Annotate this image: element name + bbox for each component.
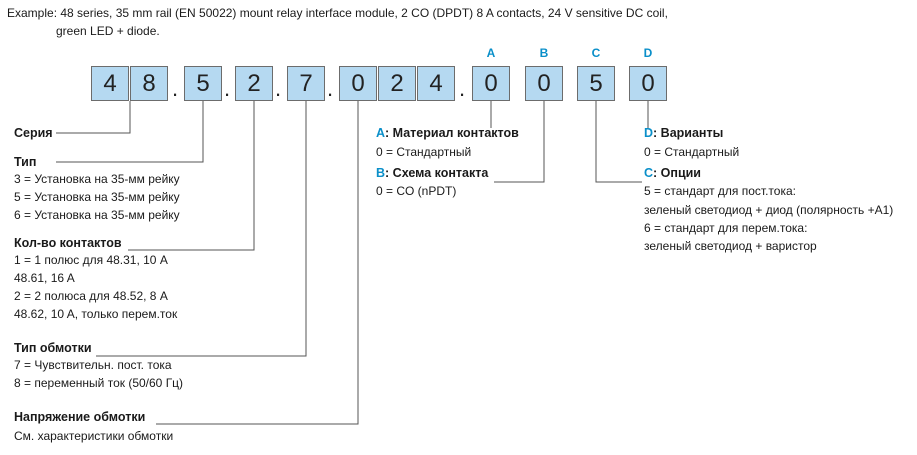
- a-line-1: 0 = Стандартный: [376, 145, 472, 159]
- contacts-title: Кол-во контактов: [14, 236, 122, 250]
- connector-b: [494, 101, 545, 183]
- a-letter: A: [376, 126, 386, 140]
- letter-c: C: [591, 46, 601, 60]
- code-separator-4: .: [327, 76, 334, 101]
- d-letter: D: [644, 126, 654, 140]
- letter-b: B: [539, 46, 549, 60]
- code-digit-5: 7: [287, 66, 325, 101]
- example-line-1: Example: 48 series, 35 mm rail (EN 50022…: [7, 6, 668, 20]
- b-title-text: : Схема контакта: [385, 166, 489, 180]
- type-line-3: 6 = Установка на 35-мм рейку: [14, 208, 180, 222]
- code-digit-6: 0: [339, 66, 377, 101]
- code-digit-4: 2: [235, 66, 273, 101]
- coil-type-line-2: 8 = переменный ток (50/60 Гц): [14, 376, 184, 390]
- connector-c: [595, 101, 642, 183]
- letter-d: D: [643, 46, 653, 60]
- type-line-2: 5 = Установка на 35-мм рейку: [14, 190, 180, 204]
- code-digit-8: 4: [417, 66, 455, 101]
- c-letter: C: [644, 166, 654, 180]
- connector-coil-voltage: [156, 101, 359, 425]
- a-title-text: : Материал контактов: [385, 126, 519, 140]
- code-digit-3: 5: [184, 66, 222, 101]
- c-title-text: : Опции: [653, 166, 701, 180]
- connector-series: [56, 101, 131, 134]
- coil-voltage-title: Напряжение обмотки: [14, 410, 146, 424]
- contacts-line-3: 2 = 2 полюса для 48.52, 8 A: [14, 289, 168, 303]
- b-line-1: 0 = CO (nPDT): [376, 184, 457, 198]
- code-separator-5: .: [459, 76, 466, 101]
- type-title: Тип: [14, 155, 37, 169]
- d-title-text: : Варианты: [653, 126, 724, 140]
- example-line-2: green LED + diode.: [56, 24, 160, 38]
- connector-contacts: [128, 101, 255, 251]
- code-digit-1: 4: [91, 66, 129, 101]
- a-title: A: Материал контактов: [376, 126, 519, 141]
- c-line-1: 5 = стандарт для пост.тока:: [644, 184, 796, 198]
- contacts-line-2: 48.61, 16 A: [14, 271, 75, 285]
- d-title: D: Варианты: [644, 126, 723, 141]
- code-separator-2: .: [224, 76, 231, 101]
- c-title: C: Опции: [644, 166, 701, 181]
- connector-coil-type: [96, 101, 307, 357]
- d-line-1: 0 = Стандартный: [644, 145, 740, 159]
- code-digit-a: 0: [472, 66, 510, 101]
- type-line-1: 3 = Установка на 35-мм рейку: [14, 172, 180, 186]
- coil-voltage-line-1: См. характеристики обмотки: [14, 429, 174, 443]
- code-digit-d: 0: [629, 66, 667, 101]
- code-digit-b: 0: [525, 66, 563, 101]
- b-letter: B: [376, 166, 386, 180]
- contacts-line-4: 48.62, 10 A, только перем.ток: [14, 307, 178, 321]
- code-digit-2: 8: [130, 66, 168, 101]
- coil-type-title: Тип обмотки: [14, 341, 92, 355]
- letter-a: A: [486, 46, 496, 60]
- code-digit-7: 2: [378, 66, 416, 101]
- code-separator-3: .: [275, 76, 282, 101]
- code-separator-1: .: [172, 76, 179, 101]
- series-title: Серия: [14, 126, 53, 140]
- b-title: B: Схема контакта: [376, 166, 488, 181]
- code-digit-c: 5: [577, 66, 615, 101]
- c-line-2: зеленый светодиод + диод (полярность +A1…: [644, 203, 894, 217]
- contacts-line-1: 1 = 1 полюс для 48.31, 10 A: [14, 253, 168, 267]
- coil-type-line-1: 7 = Чувствительн. пост. тока: [14, 358, 172, 372]
- c-line-3: 6 = стандарт для перем.тока:: [644, 221, 808, 235]
- connector-type: [56, 101, 204, 163]
- c-line-4: зеленый светодиод + варистор: [644, 239, 817, 253]
